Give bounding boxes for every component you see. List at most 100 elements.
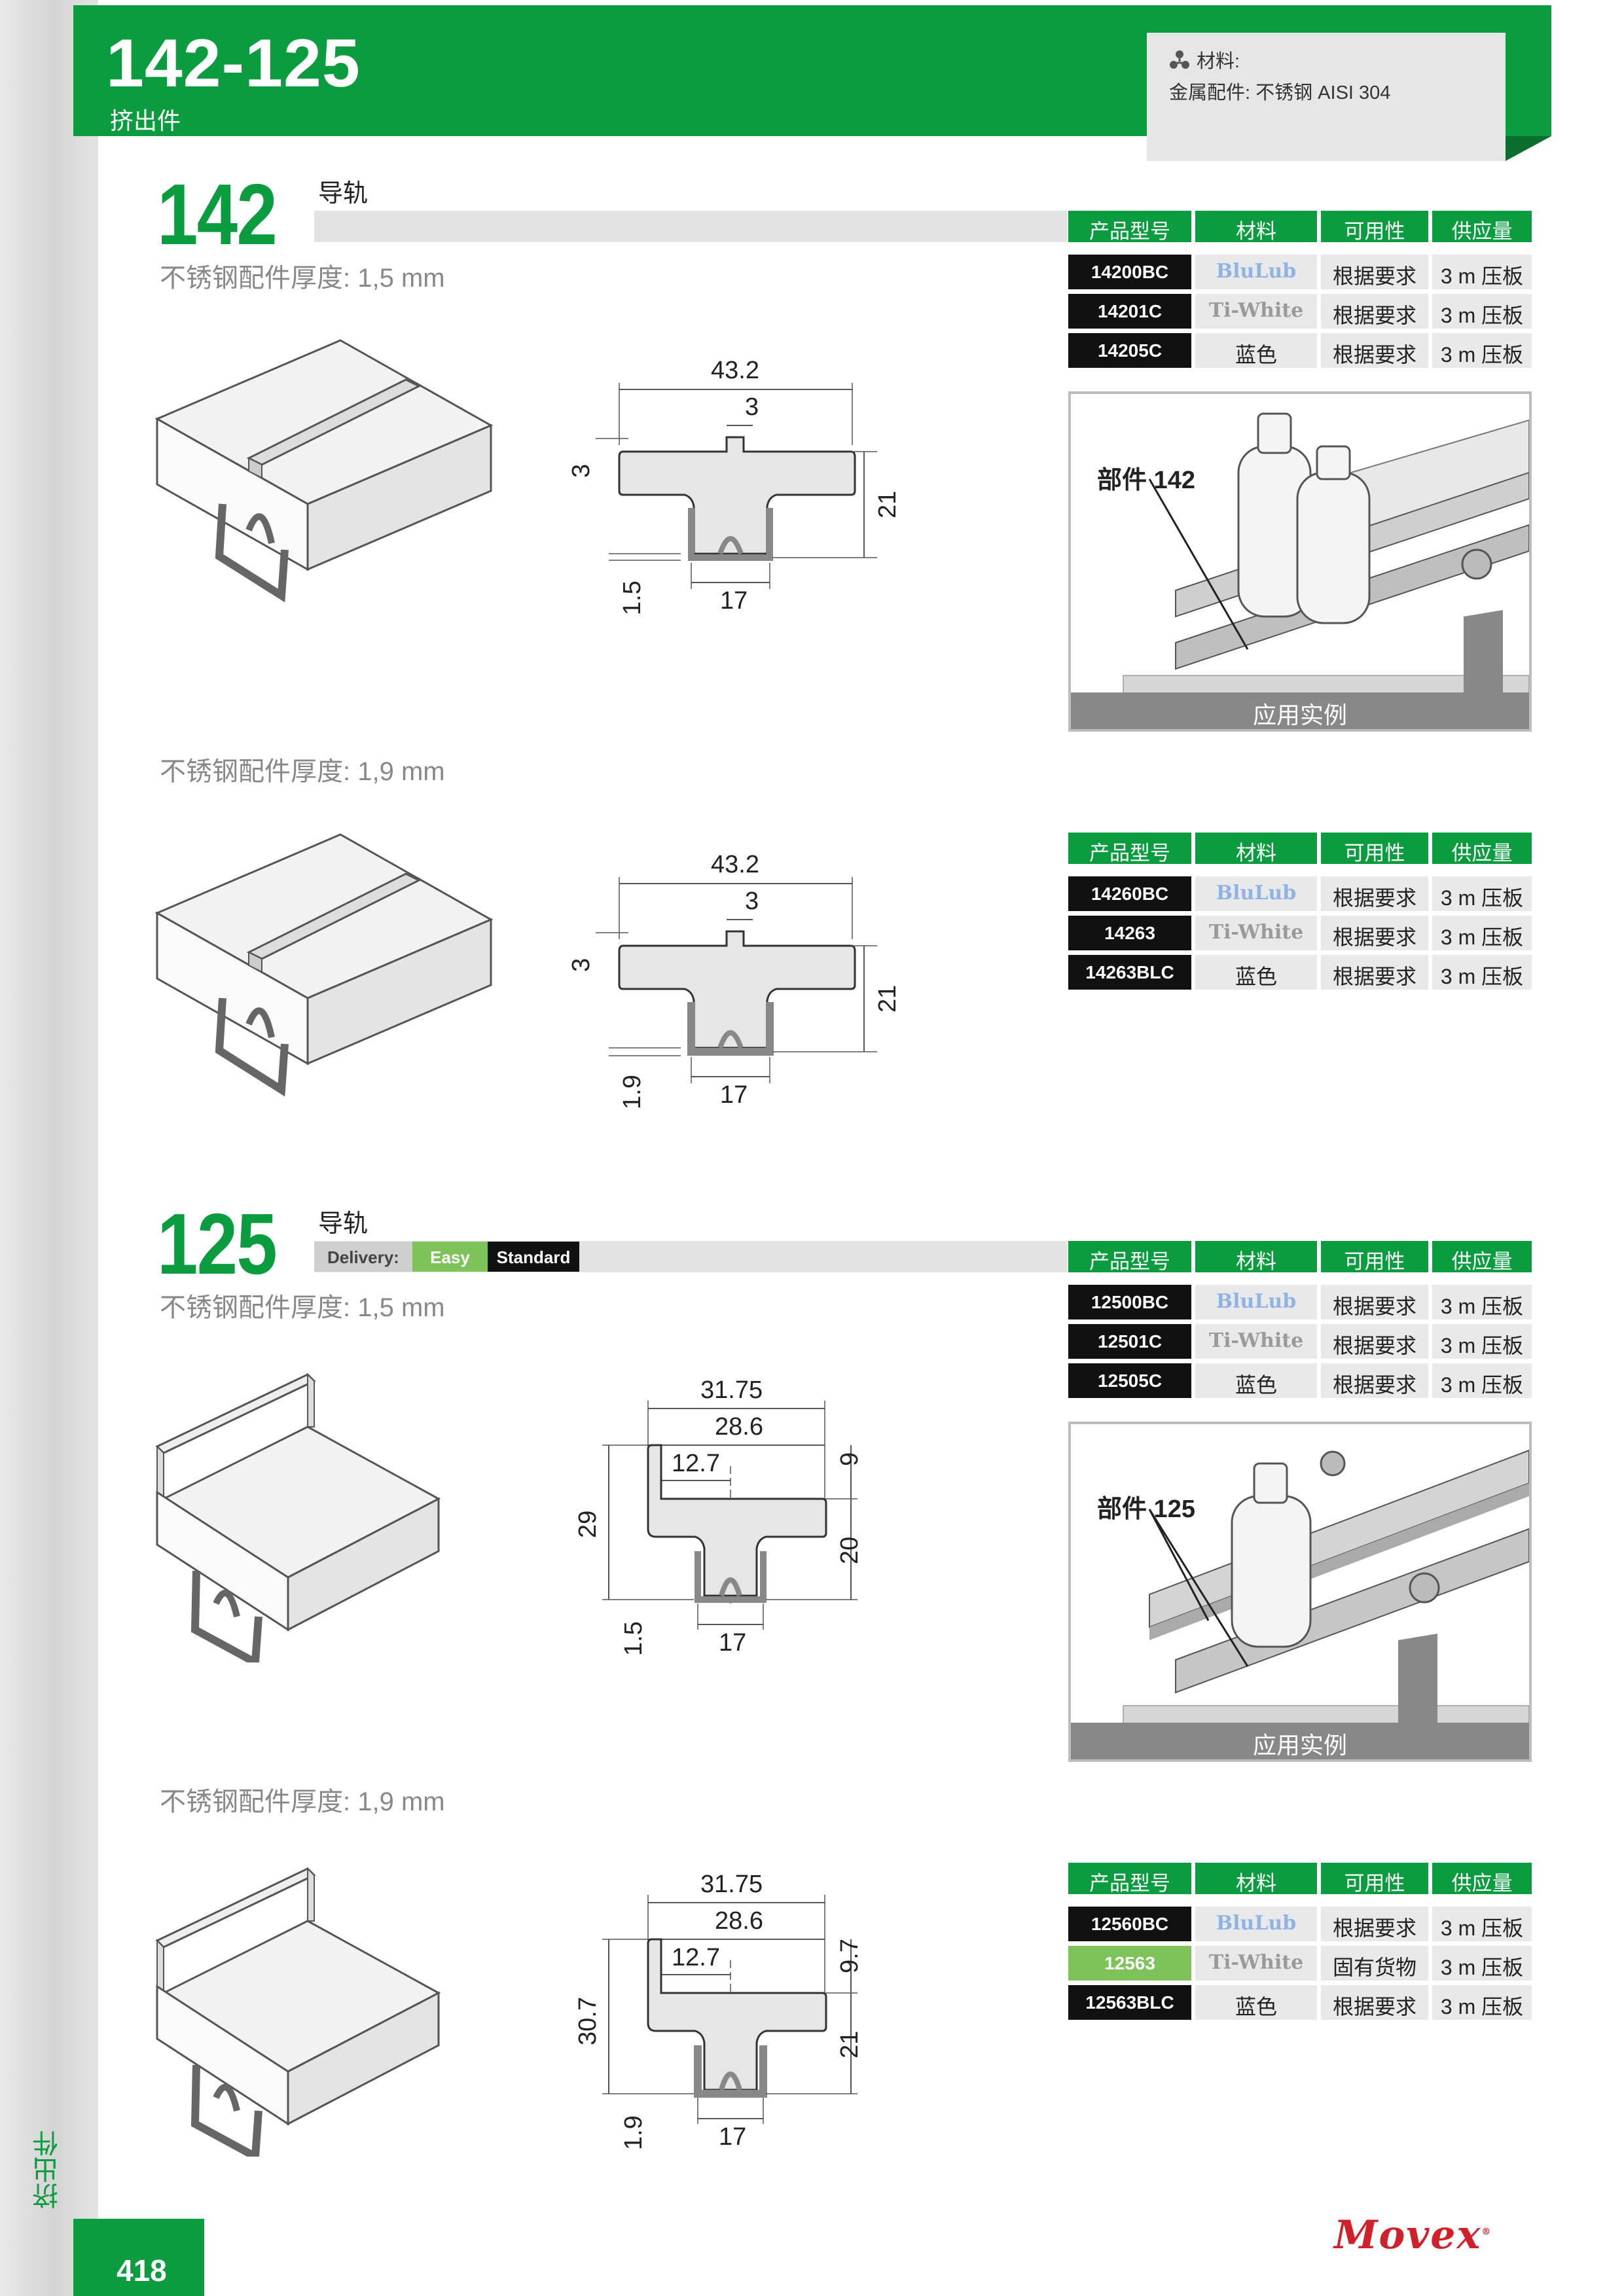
supply: 3 m 压板 [1432,1907,1532,1941]
dim-thick: 1.5 [619,581,646,615]
table-row: 12563BLC 蓝色 根据要求 3 m 压板 [1068,1985,1532,2020]
delivery-badges: Delivery: Easy Standard [314,1242,579,1272]
th-supply: 供应量 [1432,1241,1532,1273]
page-subtitle: 挤出件 [110,107,181,134]
product-code: 14200BC [1068,255,1191,289]
availability: 根据要求 [1321,333,1428,368]
thickness-125-a: 不锈钢配件厚度: 1,5 mm [160,1293,445,1322]
movex-logo: Movex® [1334,2212,1492,2258]
profile-2d-125-b: 31.75 28.6 12.7 9.7 30.7 21 1.9 17 [576,1871,863,2151]
th-code: 产品型号 [1068,1241,1191,1273]
availability: 根据要求 [1321,955,1428,990]
material-box-corner [1506,136,1551,161]
supply: 3 m 压板 [1432,876,1532,911]
table-row: 12560BC BluLub 根据要求 3 m 压板 [1068,1907,1532,1941]
dim-height: 29 [576,1511,602,1538]
supply: 3 m 压板 [1432,1946,1532,1981]
material-name: Ti-White [1195,916,1317,950]
dim-total: 43.2 [711,357,759,384]
profile-3d-142-b [154,833,494,1097]
profile-3d-125-b [155,1867,441,2157]
th-code: 产品型号 [1068,211,1191,243]
th-availability: 可用性 [1321,1241,1428,1273]
product-table-125-b: 产品型号 材料 可用性 供应量 12560BC BluLub 根据要求 3 m … [1068,1863,1532,2020]
product-table-142-a: 产品型号 材料 可用性 供应量 14200BC BluLub 根据要求 3 m … [1068,211,1532,368]
availability: 根据要求 [1321,1324,1428,1359]
material-name: BluLub [1195,1907,1317,1941]
product-code: 14205C [1068,333,1191,368]
delivery-easy: Easy [412,1242,488,1272]
application-caption: 应用实例 [1071,692,1529,729]
availability: 根据要求 [1321,916,1428,950]
dim-top: 3 [568,464,595,478]
dim-inner: 28.6 [715,1907,763,1935]
table-row: 14200BC BluLub 根据要求 3 m 压板 [1068,255,1532,289]
dim-lower: 20 [836,1537,863,1564]
product-table-142-b: 产品型号 材料 可用性 供应量 14260BC BluLub 根据要求 3 m … [1068,833,1532,990]
table-row: 14201C Ti-White 根据要求 3 m 压板 [1068,294,1532,329]
profile-2d-125-a: 31.75 28.6 12.7 9 29 20 1.5 17 [576,1376,863,1657]
product-code: 12560BC [1068,1907,1191,1941]
dim-thick: 1.9 [620,2115,647,2150]
product-code: 14263BLC [1068,955,1191,990]
product-code: 12563BLC [1068,1985,1191,2020]
material-name: 蓝色 [1195,1363,1317,1398]
side-label: 挤出件 [33,2130,62,2209]
application-photo-142: 部件 142 应用实例 [1068,391,1532,732]
th-availability: 可用性 [1321,1863,1428,1895]
dim-half: 12.7 [672,1450,720,1477]
logo-text: Movex [1334,2212,1482,2258]
product-code: 14263 [1068,916,1191,950]
material-name: 蓝色 [1195,1985,1317,2020]
th-supply: 供应量 [1432,211,1532,243]
th-material: 材料 [1195,833,1317,865]
dim-total: 31.75 [700,1871,763,1898]
thickness-142-a: 不锈钢配件厚度: 1,5 mm [160,264,445,293]
table-row: 12563 Ti-White 固有货物 3 m 压板 [1068,1946,1532,1981]
section-142-title: 导轨 [318,180,369,207]
application-label: 部件 125 [1097,1496,1195,1523]
th-availability: 可用性 [1321,211,1428,243]
th-material: 材料 [1195,1863,1317,1895]
product-code: 14260BC [1068,876,1191,911]
material-name: BluLub [1195,876,1317,911]
material-box: 材料: 金属配件: 不锈钢 AISI 304 [1147,33,1506,161]
table-row: 14263BLC 蓝色 根据要求 3 m 压板 [1068,955,1532,990]
supply: 3 m 压板 [1432,1985,1532,2020]
availability: 根据要求 [1321,1363,1428,1398]
availability: 根据要求 [1321,255,1428,289]
table-row: 12500BC BluLub 根据要求 3 m 压板 [1068,1285,1532,1319]
dim-base: 17 [719,2123,746,2151]
dim-half: 12.7 [672,1944,720,1971]
table-row: 14205C 蓝色 根据要求 3 m 压板 [1068,333,1532,368]
thickness-142-b: 不锈钢配件厚度: 1,9 mm [160,757,445,786]
product-table-125-a: 产品型号 材料 可用性 供应量 12500BC BluLub 根据要求 3 m … [1068,1241,1532,1398]
th-availability: 可用性 [1321,833,1428,865]
section-125-number: 125 [157,1196,278,1292]
th-supply: 供应量 [1432,1863,1532,1895]
delivery-standard: Standard [488,1242,579,1272]
table-row: 12505C 蓝色 根据要求 3 m 压板 [1068,1363,1532,1398]
dim-height: 21 [874,491,901,518]
dim-top: 9.7 [836,1939,863,1973]
section-142-number: 142 [157,166,278,262]
dim-notch: 3 [745,393,759,421]
availability: 根据要求 [1321,876,1428,911]
table-row: 14260BC BluLub 根据要求 3 m 压板 [1068,876,1532,911]
product-code: 14201C [1068,294,1191,329]
material-label: 材料: [1197,51,1240,72]
th-code: 产品型号 [1068,833,1191,865]
availability: 固有货物 [1321,1946,1428,1981]
availability: 根据要求 [1321,1985,1428,2020]
product-code: 12501C [1068,1324,1191,1359]
material-name: BluLub [1195,1285,1317,1319]
profile-3d-142-a [154,339,494,603]
page-number: 418 [73,2219,204,2296]
profile-3d-125-a [155,1372,441,1662]
product-code: 12505C [1068,1363,1191,1398]
dim-top: 9 [836,1452,863,1466]
application-illustration-142 [1123,412,1529,695]
dim-inner: 28.6 [715,1413,763,1441]
supply: 3 m 压板 [1432,1285,1532,1319]
dim-thick: 1.9 [619,1075,646,1109]
